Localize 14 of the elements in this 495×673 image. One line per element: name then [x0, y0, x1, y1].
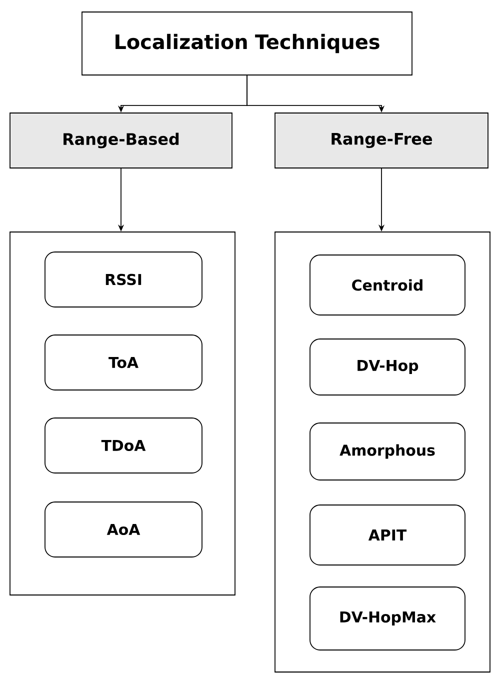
technique-box: Centroid [310, 254, 466, 316]
technique-box: AoA [44, 502, 202, 558]
group-box [274, 232, 490, 672]
technique-box: APIT [310, 504, 466, 566]
category-box: Range-Based [10, 112, 232, 168]
technique-box: RSSI [44, 252, 202, 308]
technique-box: Amorphous [310, 422, 466, 480]
technique-box: DV-HopMax [310, 586, 466, 650]
technique-box: ToA [44, 334, 202, 390]
technique-box: DV-Hop [310, 338, 466, 396]
technique-box: TDoA [44, 418, 202, 474]
group-box [10, 232, 236, 596]
title-box: Localization Techniques [82, 12, 412, 76]
category-box: Range-Free [274, 112, 488, 168]
